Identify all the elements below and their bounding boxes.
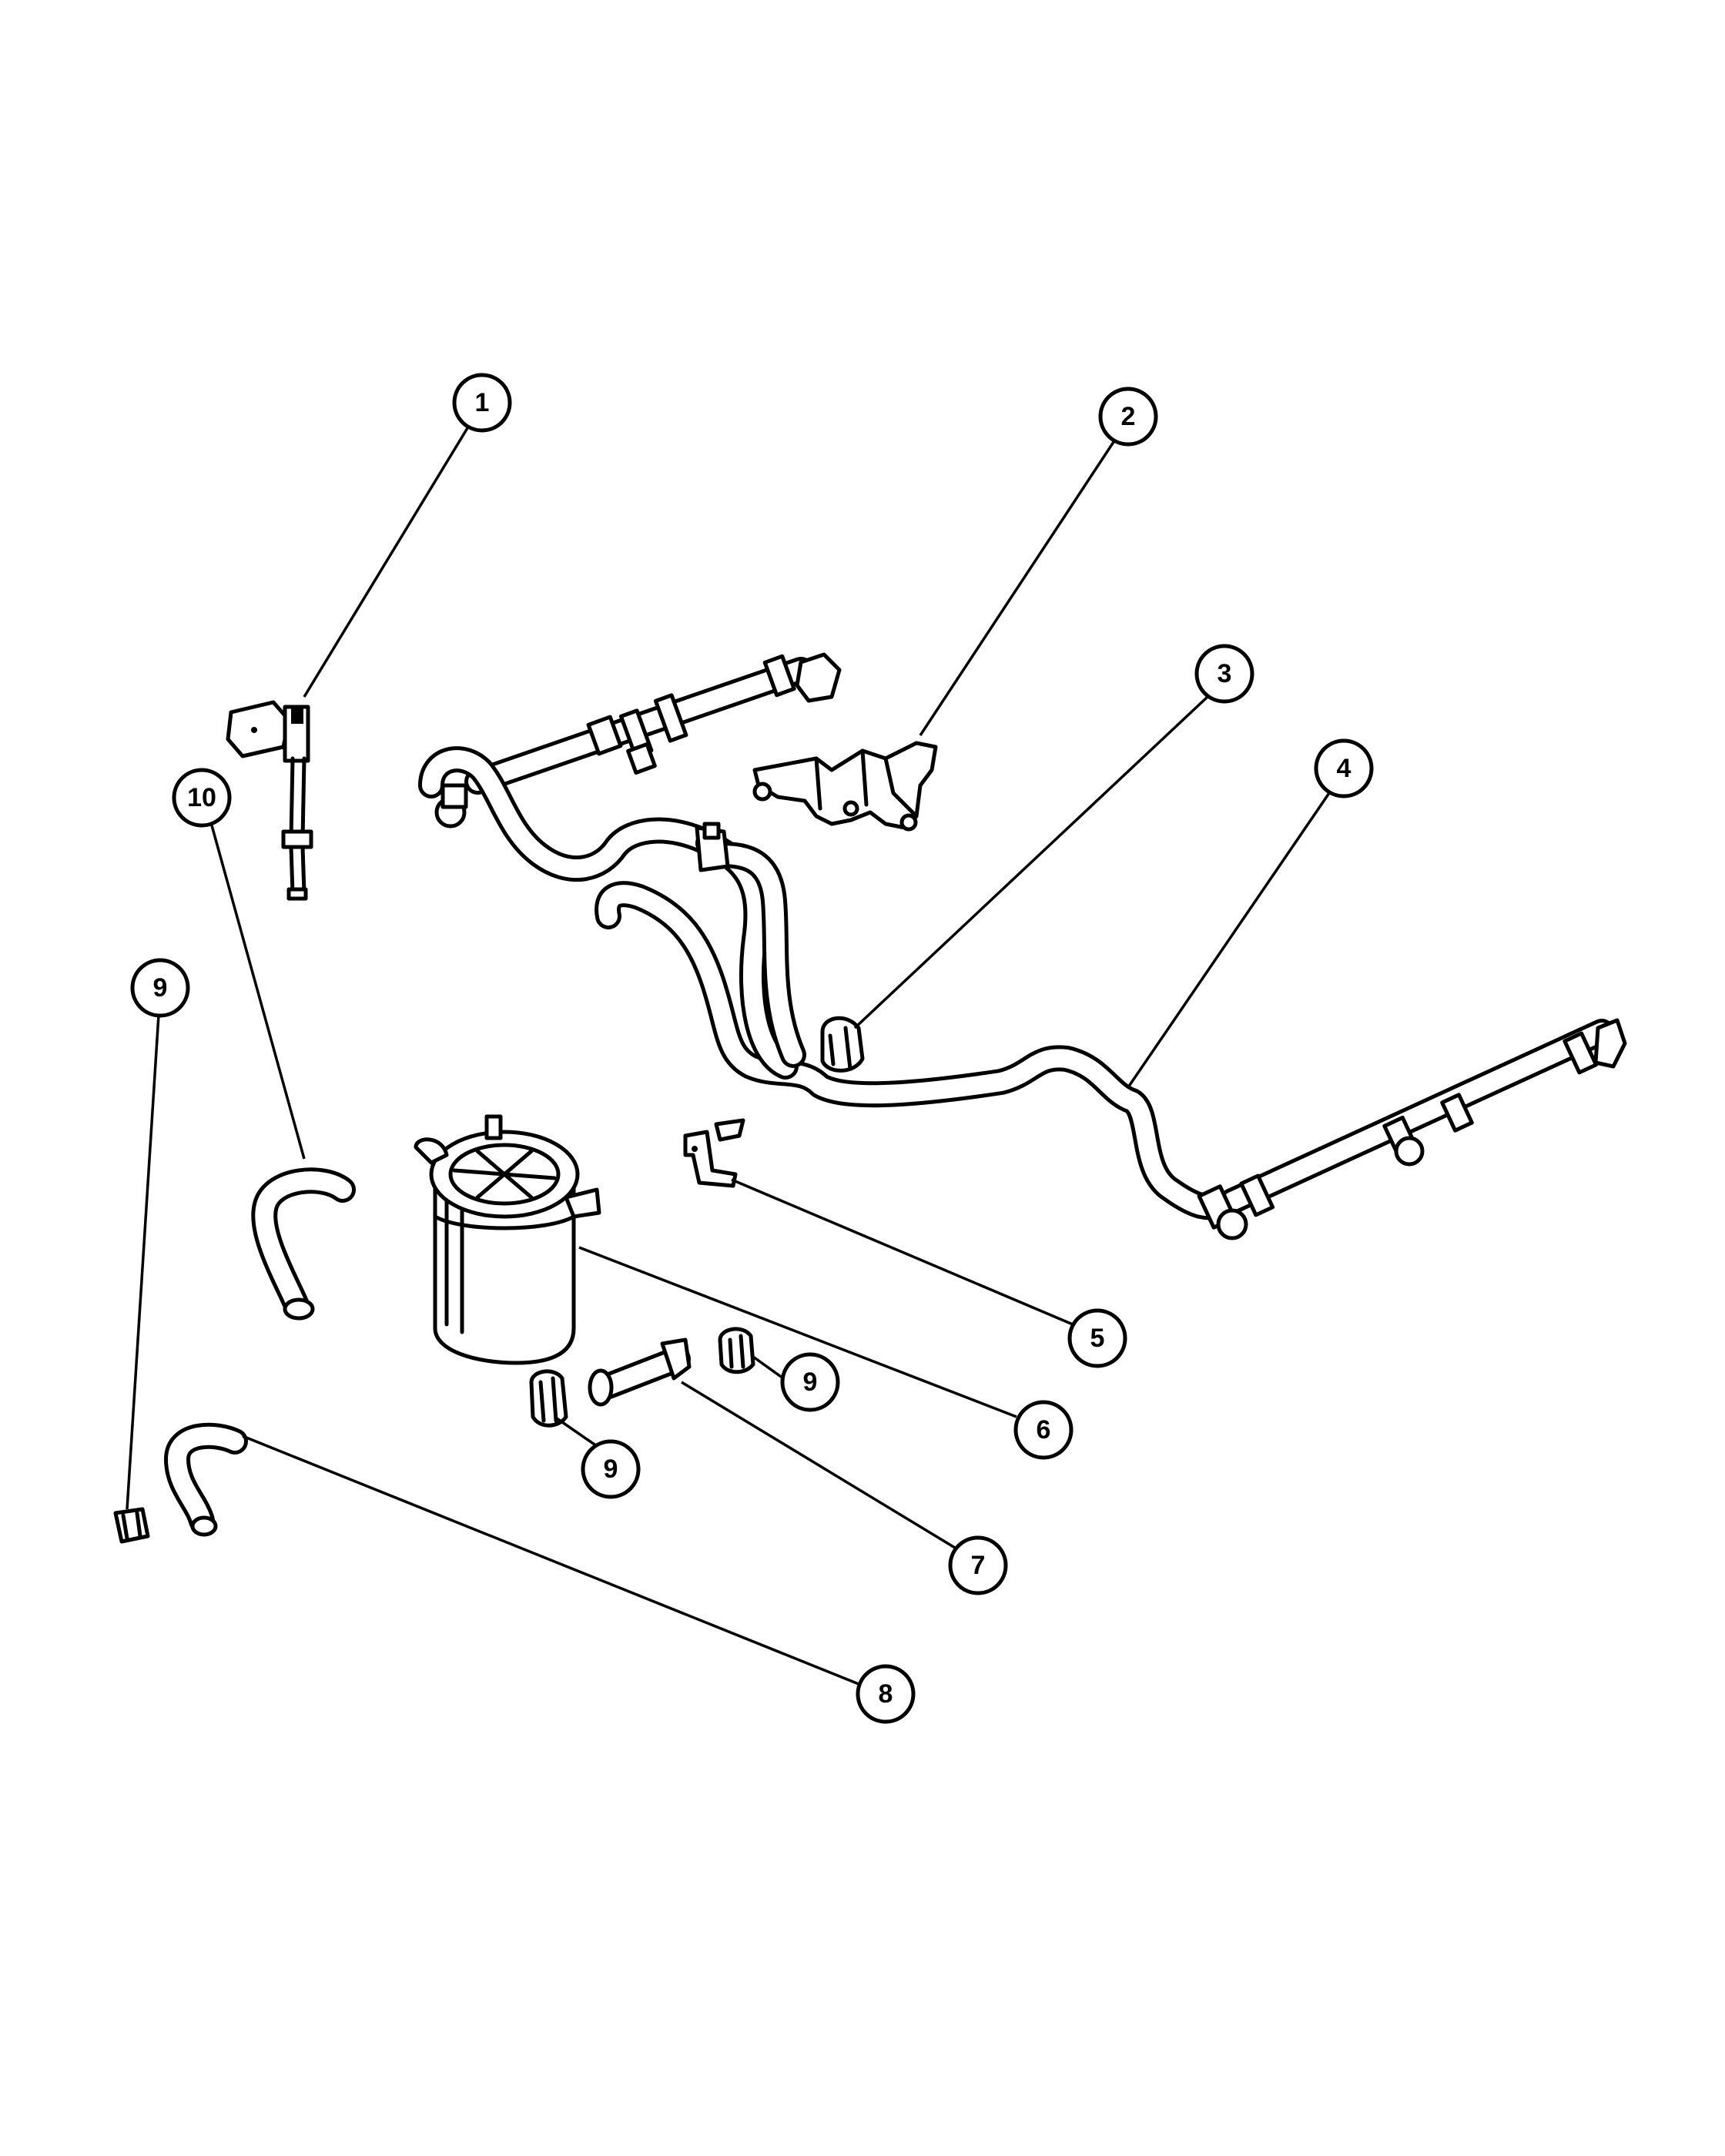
- callout-6-label: 6: [1037, 1415, 1051, 1445]
- leader-lines: [126, 424, 1332, 1686]
- part-9-clamps: [113, 1327, 755, 1544]
- part-2-bracket-assembly: [752, 741, 938, 832]
- callout-8: 8: [856, 1664, 916, 1724]
- callout-9-bottom: 9: [581, 1439, 641, 1499]
- callout-4: 4: [1314, 738, 1374, 798]
- part-4-fuel-line: [418, 652, 1627, 1240]
- leader-6: [578, 1246, 1017, 1418]
- part-3-clip: [820, 1016, 865, 1073]
- leader-9b: [752, 1355, 785, 1380]
- callout-8-label: 8: [879, 1679, 893, 1709]
- callout-10-label: 10: [187, 783, 216, 812]
- part-1-sensor: [226, 700, 313, 901]
- callout-3: 3: [1194, 644, 1254, 704]
- callout-9-bottom-label: 9: [604, 1455, 618, 1484]
- callout-9-left-label: 9: [153, 973, 168, 1003]
- part-6-canister: [414, 1114, 601, 1365]
- callout-9-right: 9: [780, 1352, 840, 1412]
- callout-4-label: 4: [1337, 754, 1352, 783]
- callout-2-label: 2: [1121, 402, 1136, 431]
- callout-7: 7: [948, 1535, 1008, 1595]
- leader-9a: [126, 1014, 160, 1510]
- leader-8: [242, 1435, 859, 1686]
- leader-4: [1127, 790, 1332, 1088]
- leader-3: [853, 695, 1209, 1029]
- leader-5: [731, 1178, 1074, 1326]
- callout-2: 2: [1098, 387, 1158, 447]
- callout-9-right-label: 9: [803, 1368, 818, 1397]
- callout-9-left: 9: [130, 958, 190, 1018]
- part-5-bracket: [683, 1118, 745, 1188]
- leader-7: [681, 1381, 956, 1549]
- leader-2: [919, 439, 1117, 736]
- part-7-short-hose: [588, 1337, 692, 1407]
- callout-10: 10: [172, 768, 232, 828]
- callout-1: 1: [452, 373, 512, 433]
- leader-1: [303, 424, 471, 698]
- callout-7-label: 7: [971, 1551, 986, 1580]
- callout-1-label: 1: [475, 388, 490, 417]
- leader-10: [210, 825, 306, 1160]
- callout-3-label: 3: [1218, 659, 1232, 688]
- callout-5: 5: [1067, 1308, 1127, 1368]
- callout-6: 6: [1013, 1400, 1074, 1460]
- part-8-elbow-hose: [164, 1422, 248, 1537]
- leader-9c: [554, 1415, 598, 1448]
- callout-5-label: 5: [1090, 1324, 1105, 1353]
- part-10-elbow-hose: [251, 1167, 356, 1321]
